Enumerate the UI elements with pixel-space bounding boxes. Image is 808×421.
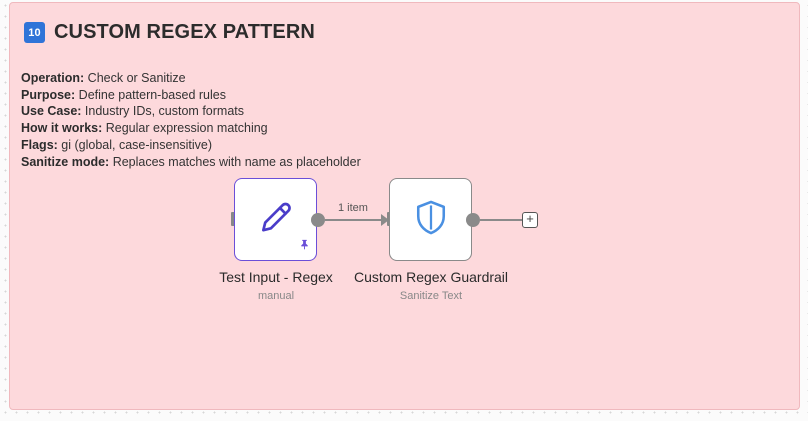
connection-item-count: 1 item [337, 202, 369, 214]
node-subtitle: manual [257, 290, 295, 302]
node-custom-regex-guardrail[interactable] [389, 178, 472, 261]
sticky-description: Operation: Check or Sanitize Purpose: De… [21, 70, 361, 170]
sticky-title: 10 CUSTOM REGEX PATTERN [24, 21, 315, 44]
pencil-icon [257, 198, 295, 241]
node-test-input-regex[interactable] [234, 178, 317, 261]
keycap-ten-icon: 10 [24, 22, 45, 43]
connection-arrow-icon [381, 214, 389, 226]
node-output-handle[interactable] [311, 213, 325, 227]
node-title: Custom Regex Guardrail [353, 269, 509, 285]
sticky-note[interactable]: 10 CUSTOM REGEX PATTERN Operation: Check… [9, 2, 800, 410]
desc-line-use-case: Use Case: Industry IDs, custom formats [21, 104, 244, 119]
pin-icon [299, 237, 310, 255]
connection-line-open [480, 219, 522, 221]
add-node-button[interactable]: + [522, 212, 538, 228]
node-output-handle[interactable] [466, 213, 480, 227]
shield-icon [414, 198, 448, 241]
desc-line-how-it-works: How it works: Regular expression matchin… [21, 121, 268, 136]
node-subtitle: Sanitize Text [399, 290, 463, 302]
desc-line-purpose: Purpose: Define pattern-based rules [21, 87, 226, 102]
desc-line-operation: Operation: Check or Sanitize [21, 71, 186, 85]
desc-line-sanitize-mode: Sanitize mode: Replaces matches with nam… [21, 154, 361, 169]
node-title: Test Input - Regex [219, 269, 333, 285]
sticky-title-text: CUSTOM REGEX PATTERN [54, 21, 315, 43]
connection-line[interactable] [325, 219, 382, 221]
desc-line-flags: Flags: gi (global, case-insensitive) [21, 137, 213, 152]
